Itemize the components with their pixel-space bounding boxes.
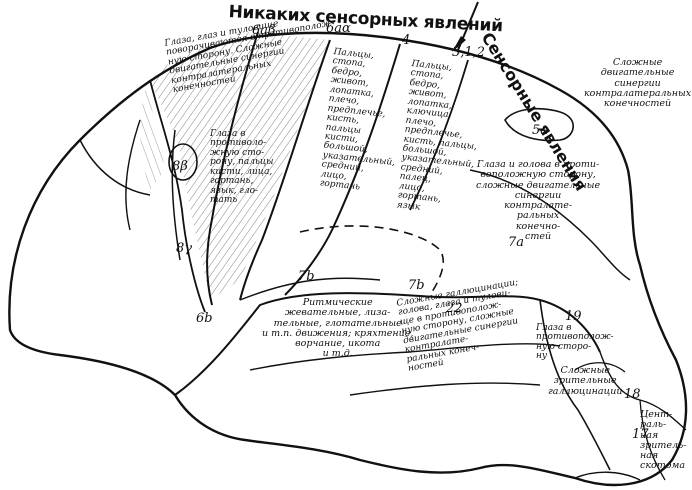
area-6aa-label: 6aα	[326, 21, 351, 36]
area-7a-label: 7a	[508, 235, 525, 250]
desc-rhythmic-6b: Ритмические жевательные, лиза- тельные, …	[262, 297, 414, 360]
area-312-label: 3,1,2	[452, 45, 486, 60]
desc-eyes-alpha: Глаза в противоло- жную сто- рону, пальц…	[210, 129, 274, 206]
desc-visual-hallucinations: Сложные зрительные галлюцинации	[548, 365, 623, 397]
area-8g-label: 8γ	[176, 241, 193, 256]
area-22-label: 22	[446, 301, 463, 316]
area-6b-label: 6b	[196, 311, 213, 326]
area-17-label: 17	[632, 427, 649, 442]
area-18-label: 18	[624, 387, 641, 402]
lateral-sulcus	[174, 292, 601, 396]
desc-eyes-7a: Глаза и голова в проти- воположную сторо…	[476, 159, 601, 242]
area-6ab-label: 6aβ	[252, 23, 276, 38]
area-4-label: 4	[402, 33, 411, 48]
desc-central-scotoma: Цент- раль- ная зритель- ная скотома	[640, 409, 687, 472]
area-5a-label: 5a	[532, 123, 549, 138]
hatched-motor-region	[150, 32, 330, 300]
area-7b-label-2: 7b	[408, 278, 425, 293]
brain-outer-outline	[8, 31, 688, 487]
area-8b-label: 8β	[172, 159, 188, 174]
desc-sensory-area-312: Пальцы, стопа, бедро, живот, лопатка, кл…	[396, 59, 478, 213]
desc-motor-area-4: Пальцы, стопа, бедро, живот, лопатка, пл…	[319, 47, 396, 193]
desc-eyes-19: Глаза в противополож- ную сторо- ну	[536, 323, 614, 362]
desc-complex-5a: Сложные двигательные синергии контралате…	[584, 57, 692, 109]
area-19-label: 19	[565, 309, 582, 324]
area-7b-label-1: 7b	[298, 269, 315, 284]
hatched-frontal-region	[140, 80, 165, 190]
